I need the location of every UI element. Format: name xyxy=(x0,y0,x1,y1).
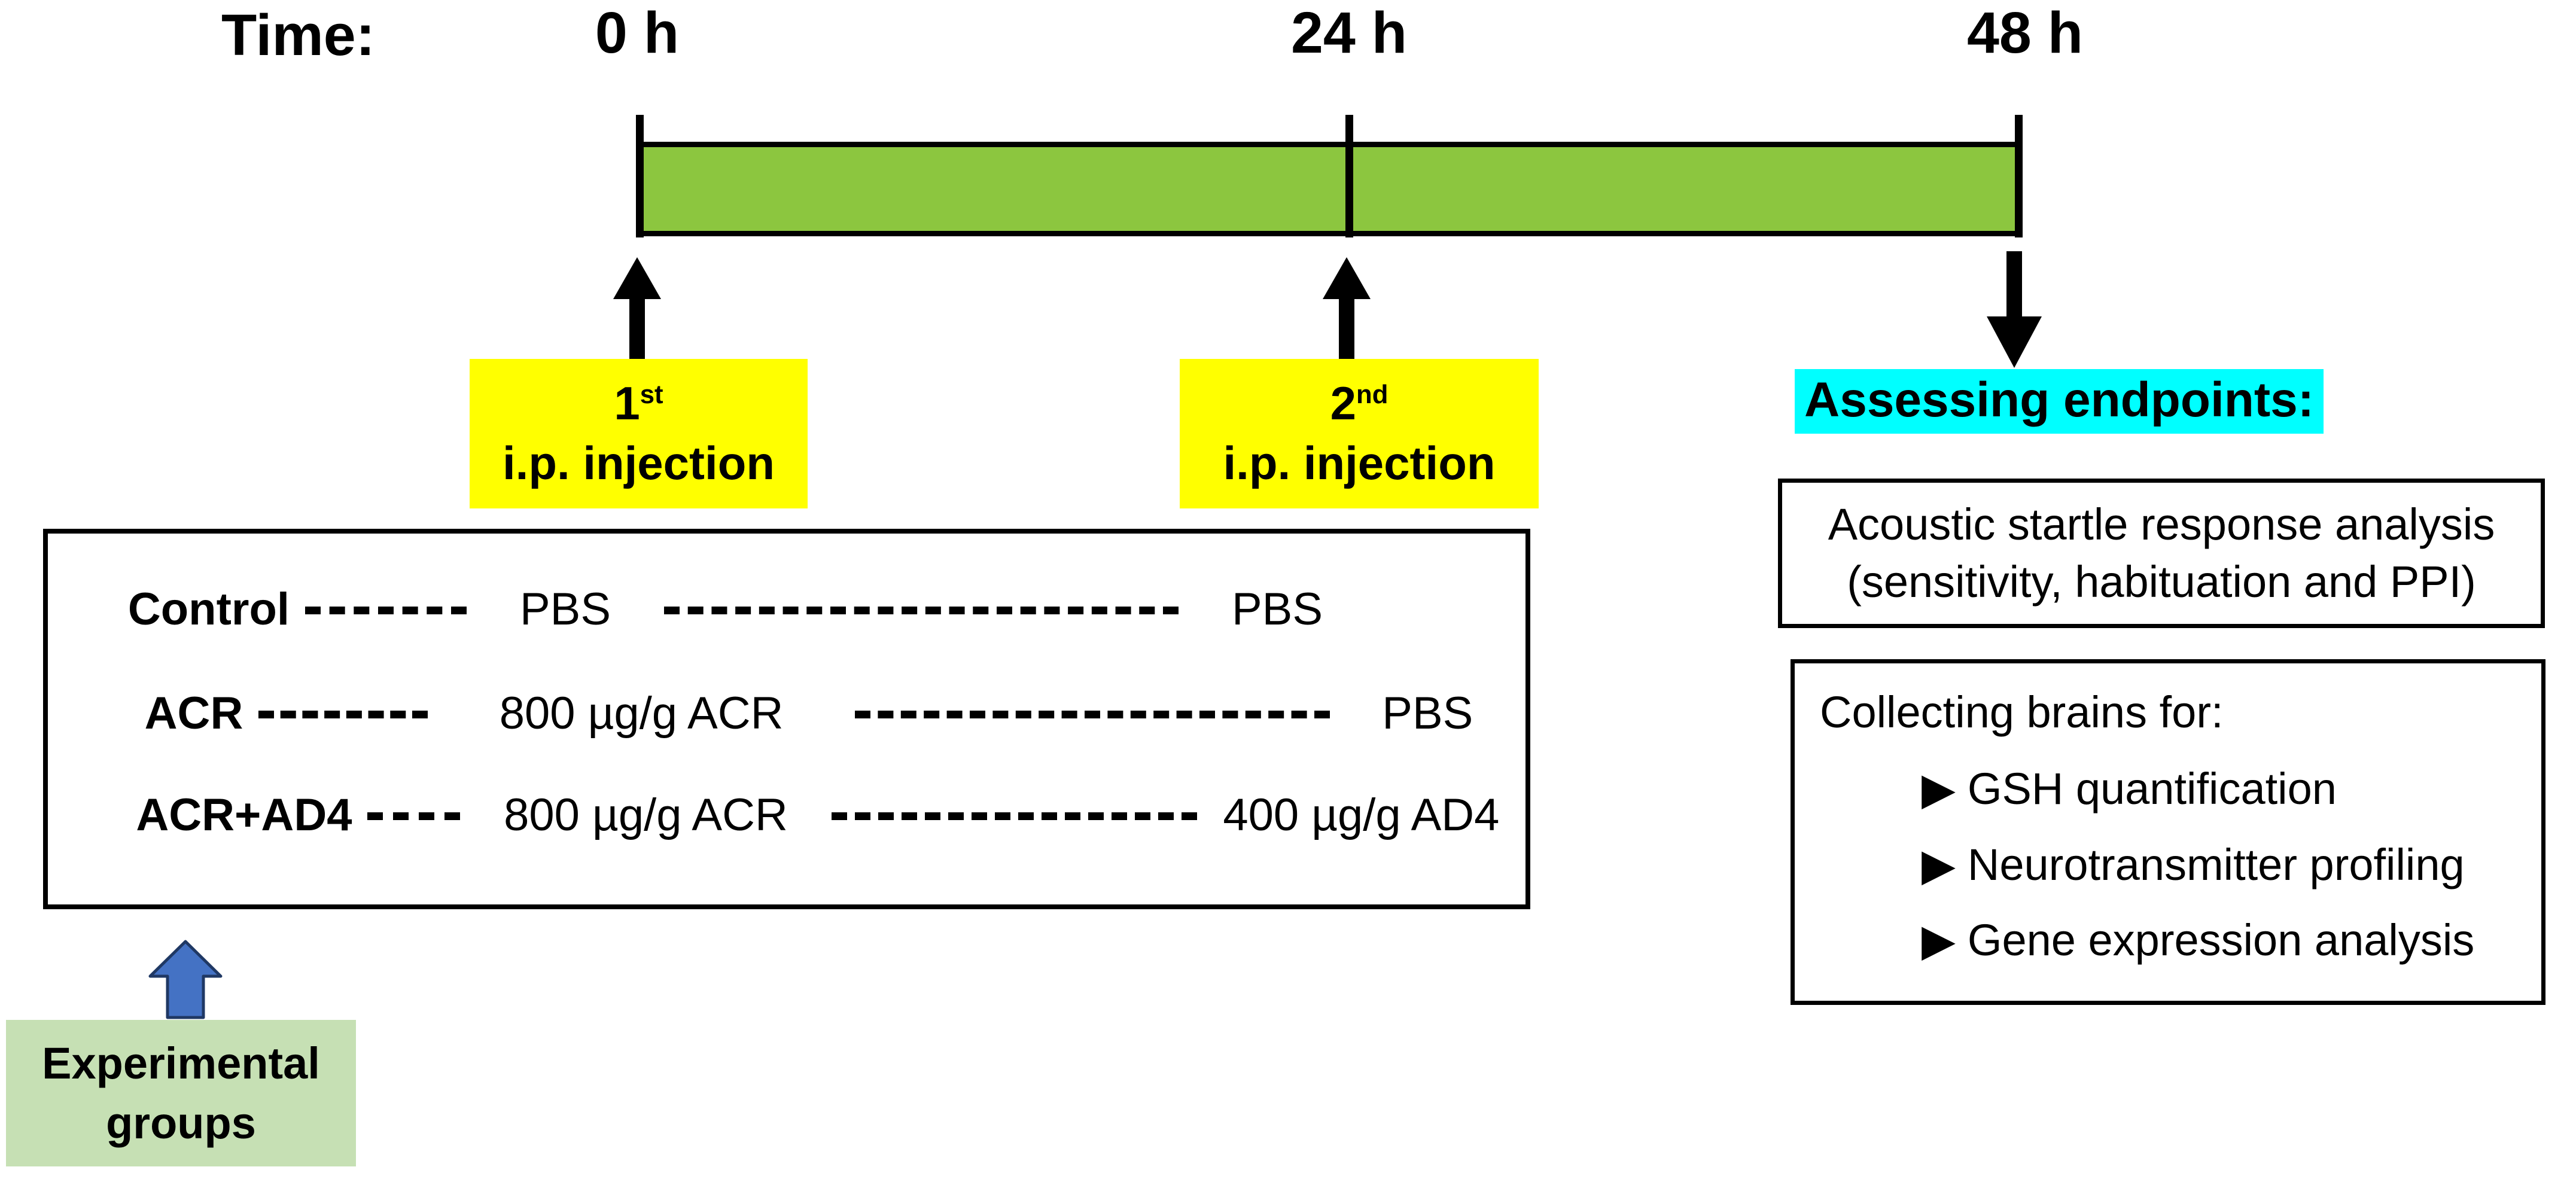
arrow-up-experimental-groups-icon xyxy=(148,940,223,1019)
acoustic-line-2: (sensitivity, habituation and PPI) xyxy=(1847,557,2476,607)
arrow-up-injection-2-icon xyxy=(1323,257,1371,360)
dose-second-control: PBS xyxy=(1231,583,1323,635)
injection-1-ordinal: 1st xyxy=(614,377,663,430)
group-name-acr: ACR xyxy=(144,687,243,739)
acoustic-line-1: Acoustic startle response analysis xyxy=(1828,499,2495,549)
dash-connector-second-control xyxy=(664,606,1179,614)
collecting-brains-title: Collecting brains for: xyxy=(1820,687,2224,737)
injection-1-label: i.p. injection xyxy=(502,437,775,489)
experimental-groups-legend: Experimental groups xyxy=(6,1020,356,1166)
list-item-neurotransmitter-profiling: ▶Neurotransmitter profiling xyxy=(1795,837,2541,893)
injection-2-label: i.p. injection xyxy=(1223,437,1496,489)
group-name-acr-ad4: ACR+AD4 xyxy=(136,789,352,840)
dash-connector-first-acr xyxy=(258,710,428,718)
timeline-tick-label-48h: 48 h xyxy=(1966,0,2084,65)
dash-connector-first-control xyxy=(305,606,467,614)
dash-connector-second-acr-ad4 xyxy=(831,812,1197,820)
triangle-bullet-icon: ▶ xyxy=(1922,839,1956,889)
acoustic-startle-box: Acoustic startle response analysis (sens… xyxy=(1778,479,2545,628)
injection-box-1: 1st i.p. injection xyxy=(470,359,808,508)
triangle-bullet-icon: ▶ xyxy=(1922,764,1956,814)
arrow-up-injection-1-icon xyxy=(613,257,661,360)
timeline-tick-label-24h: 24 h xyxy=(1290,0,1408,65)
collecting-brains-box: Collecting brains for: ▶GSH quantificati… xyxy=(1791,659,2545,1005)
arrow-down-endpoints-icon xyxy=(1987,251,2042,368)
timeline-tick-label-0h: 0 h xyxy=(595,0,680,65)
dose-first-acr: 800 µg/g ACR xyxy=(499,687,784,739)
legend-label-line1: Experimental xyxy=(42,1038,320,1088)
injection-2-ordinal: 2nd xyxy=(1330,377,1389,430)
table-row-control: Control PBS PBS xyxy=(48,579,1525,639)
timeline-tick-48h xyxy=(2015,115,2023,237)
timeline-tick-24h xyxy=(1345,115,1353,237)
collect-item-label-2: Gene expression analysis xyxy=(1967,915,2475,965)
assessing-endpoints-title: Assessing endpoints: xyxy=(1795,369,2324,434)
list-item-gene-expression-analysis: ▶Gene expression analysis xyxy=(1795,913,2541,968)
dose-second-acr: PBS xyxy=(1382,687,1473,739)
table-row-acr-ad4: ACR+AD4 800 µg/g ACR 400 µg/g AD4 xyxy=(48,785,1525,845)
group-name-control: Control xyxy=(127,583,290,635)
list-item-gsh-quantification: ▶GSH quantification xyxy=(1795,761,2541,817)
timeline-duration-bar xyxy=(636,142,2023,236)
collect-item-label-0: GSH quantification xyxy=(1967,764,2337,814)
injection-box-2: 2nd i.p. injection xyxy=(1180,359,1539,508)
dose-first-control: PBS xyxy=(519,583,611,635)
dash-connector-second-acr xyxy=(855,710,1330,718)
experimental-groups-table: Control PBS PBS ACR 800 µg/g ACR PBS ACR… xyxy=(43,529,1530,909)
table-row-acr: ACR 800 µg/g ACR PBS xyxy=(48,683,1525,743)
timeline-tick-0h xyxy=(636,115,644,237)
triangle-bullet-icon: ▶ xyxy=(1922,915,1956,965)
dose-second-acr-ad4: 400 µg/g AD4 xyxy=(1223,789,1500,840)
collect-item-label-1: Neurotransmitter profiling xyxy=(1967,839,2465,889)
dash-connector-first-acr-ad4 xyxy=(367,812,461,820)
legend-label-line2: groups xyxy=(106,1098,256,1148)
timeline-caption: Time: xyxy=(221,2,375,68)
dose-first-acr-ad4: 800 µg/g ACR xyxy=(504,789,788,840)
